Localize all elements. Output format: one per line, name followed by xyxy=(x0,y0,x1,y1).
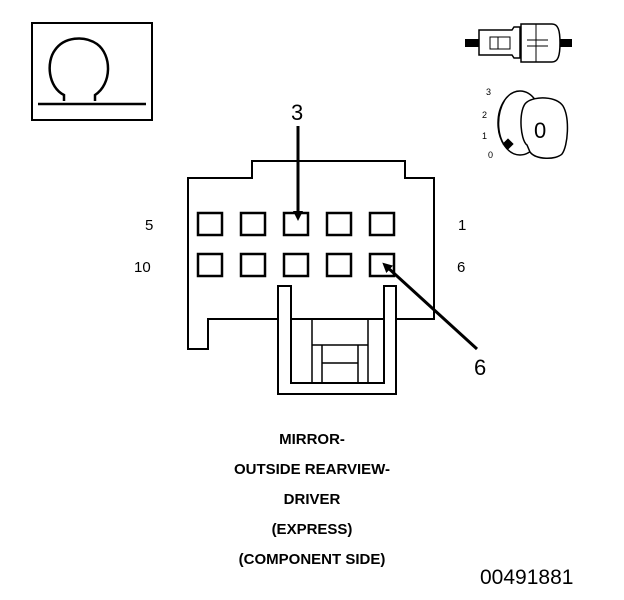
key-position-label: 3 xyxy=(486,87,491,97)
key-position-value: 0 xyxy=(534,118,546,143)
callout-6: 6 xyxy=(474,355,486,380)
ignition-key-icon: 3 2 1 0 0 xyxy=(482,87,569,160)
title-line: OUTSIDE REARVIEW- xyxy=(233,461,391,478)
connector-title: MIRROR- OUTSIDE REARVIEW- DRIVER (EXPRES… xyxy=(0,425,624,575)
title-line: (COMPONENT SIDE) xyxy=(238,551,386,568)
ohm-meter-icon xyxy=(31,22,153,121)
connector-latch xyxy=(277,302,397,395)
key-position-label: 1 xyxy=(482,131,487,141)
cavity-label-10: 10 xyxy=(134,259,151,276)
cavity-row-bottom xyxy=(196,252,396,278)
key-position-label: 0 xyxy=(488,150,493,160)
terminal-cavity xyxy=(325,252,353,278)
terminal-cavity xyxy=(196,252,224,278)
terminal-cavity xyxy=(282,252,310,278)
cavity-label-5: 5 xyxy=(145,217,153,234)
callout-3: 3 xyxy=(291,100,303,125)
title-line: (EXPRESS) xyxy=(271,521,353,538)
cavity-label-6: 6 xyxy=(457,259,465,276)
title-line: MIRROR- xyxy=(279,431,345,448)
figure-number: 00491881 xyxy=(480,566,574,589)
cavity-label-1: 1 xyxy=(458,217,466,234)
terminal-cavity xyxy=(196,211,224,237)
terminal-cavity xyxy=(368,252,396,278)
cavity-row-top xyxy=(196,211,396,237)
connector-plug-icon xyxy=(465,23,572,63)
callout-6-arrow xyxy=(382,262,479,351)
terminal-cavity xyxy=(282,211,310,237)
title-line: DRIVER xyxy=(283,491,341,508)
terminal-cavity xyxy=(325,211,353,237)
connector-housing xyxy=(187,160,435,350)
terminal-cavity xyxy=(368,211,396,237)
key-position-label: 2 xyxy=(482,110,487,120)
terminal-cavity xyxy=(239,211,267,237)
terminal-cavity xyxy=(239,252,267,278)
